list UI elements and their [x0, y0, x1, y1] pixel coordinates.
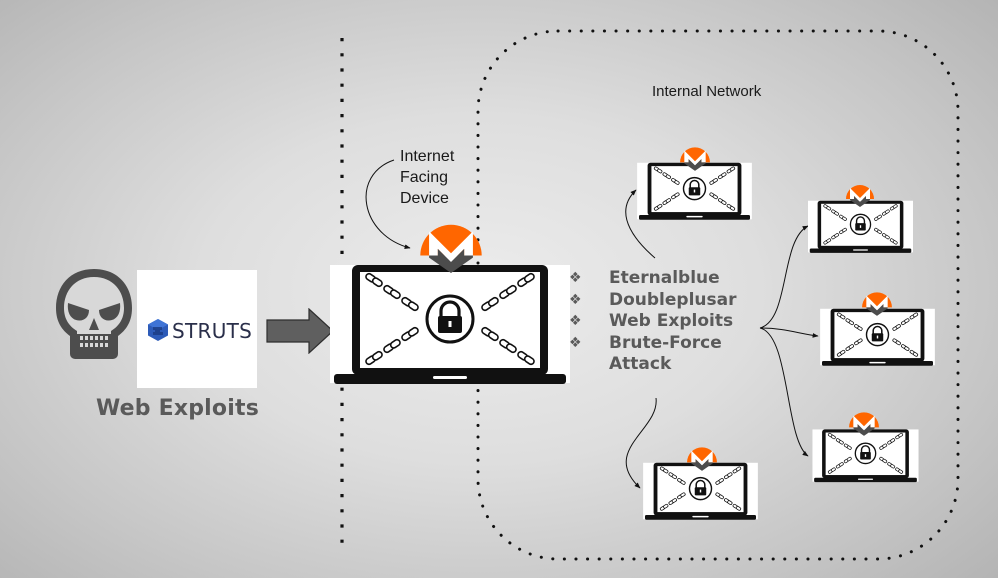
diamond-bullet-icon: ❖: [569, 291, 582, 308]
diamond-bullet-icon: ❖: [569, 313, 582, 329]
right-arrow-icon: [266, 308, 334, 354]
monero-icon: [418, 216, 484, 273]
propagation-method-item: ❖ Eternalblue: [569, 268, 737, 290]
propagation-method-text: Eternalblue: [609, 268, 720, 288]
monero-icon: [848, 408, 880, 436]
diamond-bullet-icon: ❖: [569, 334, 582, 351]
locked-laptop-icon: [330, 255, 570, 395]
propagation-method-text: Doubleplusar: [609, 289, 737, 310]
internal-network-label: Internal Network: [652, 83, 762, 100]
internet-facing-label-line: Device: [400, 190, 449, 207]
struts-logo-icon: [148, 319, 168, 341]
internet-facing-label-line: Facing: [400, 169, 449, 186]
diamond-bullet-icon: ❖: [569, 270, 582, 286]
internet-facing-label-line: Internet: [400, 148, 455, 165]
struts-logo-text: STRUTS: [172, 319, 253, 343]
internet-facing-laptop: [330, 255, 570, 395]
skull-icon: [56, 269, 132, 359]
monero-icon: [686, 443, 718, 471]
monero-icon: [679, 143, 711, 171]
struts-logo-card: STRUTS: [137, 270, 257, 388]
propagation-method-continuation: Attack: [609, 354, 672, 374]
monero-icon: [861, 288, 893, 316]
internet-facing-label: Internet Facing Device: [400, 146, 454, 209]
propagation-method-text: Brute-Force: [609, 332, 722, 353]
monero-icon: [845, 181, 875, 207]
attacker-caption: Web Exploits: [96, 396, 259, 421]
propagation-methods-list: ❖ Eternalblue ❖ Doubleplusar ❖ Web Explo…: [569, 268, 737, 376]
propagation-method-text: Web Exploits: [609, 311, 734, 331]
propagation-method-item: ❖ Brute-Force: [569, 333, 737, 355]
propagation-method-item: ❖ Web Exploits: [569, 311, 737, 333]
propagation-method-item: ❖ Doubleplusar: [569, 290, 737, 312]
